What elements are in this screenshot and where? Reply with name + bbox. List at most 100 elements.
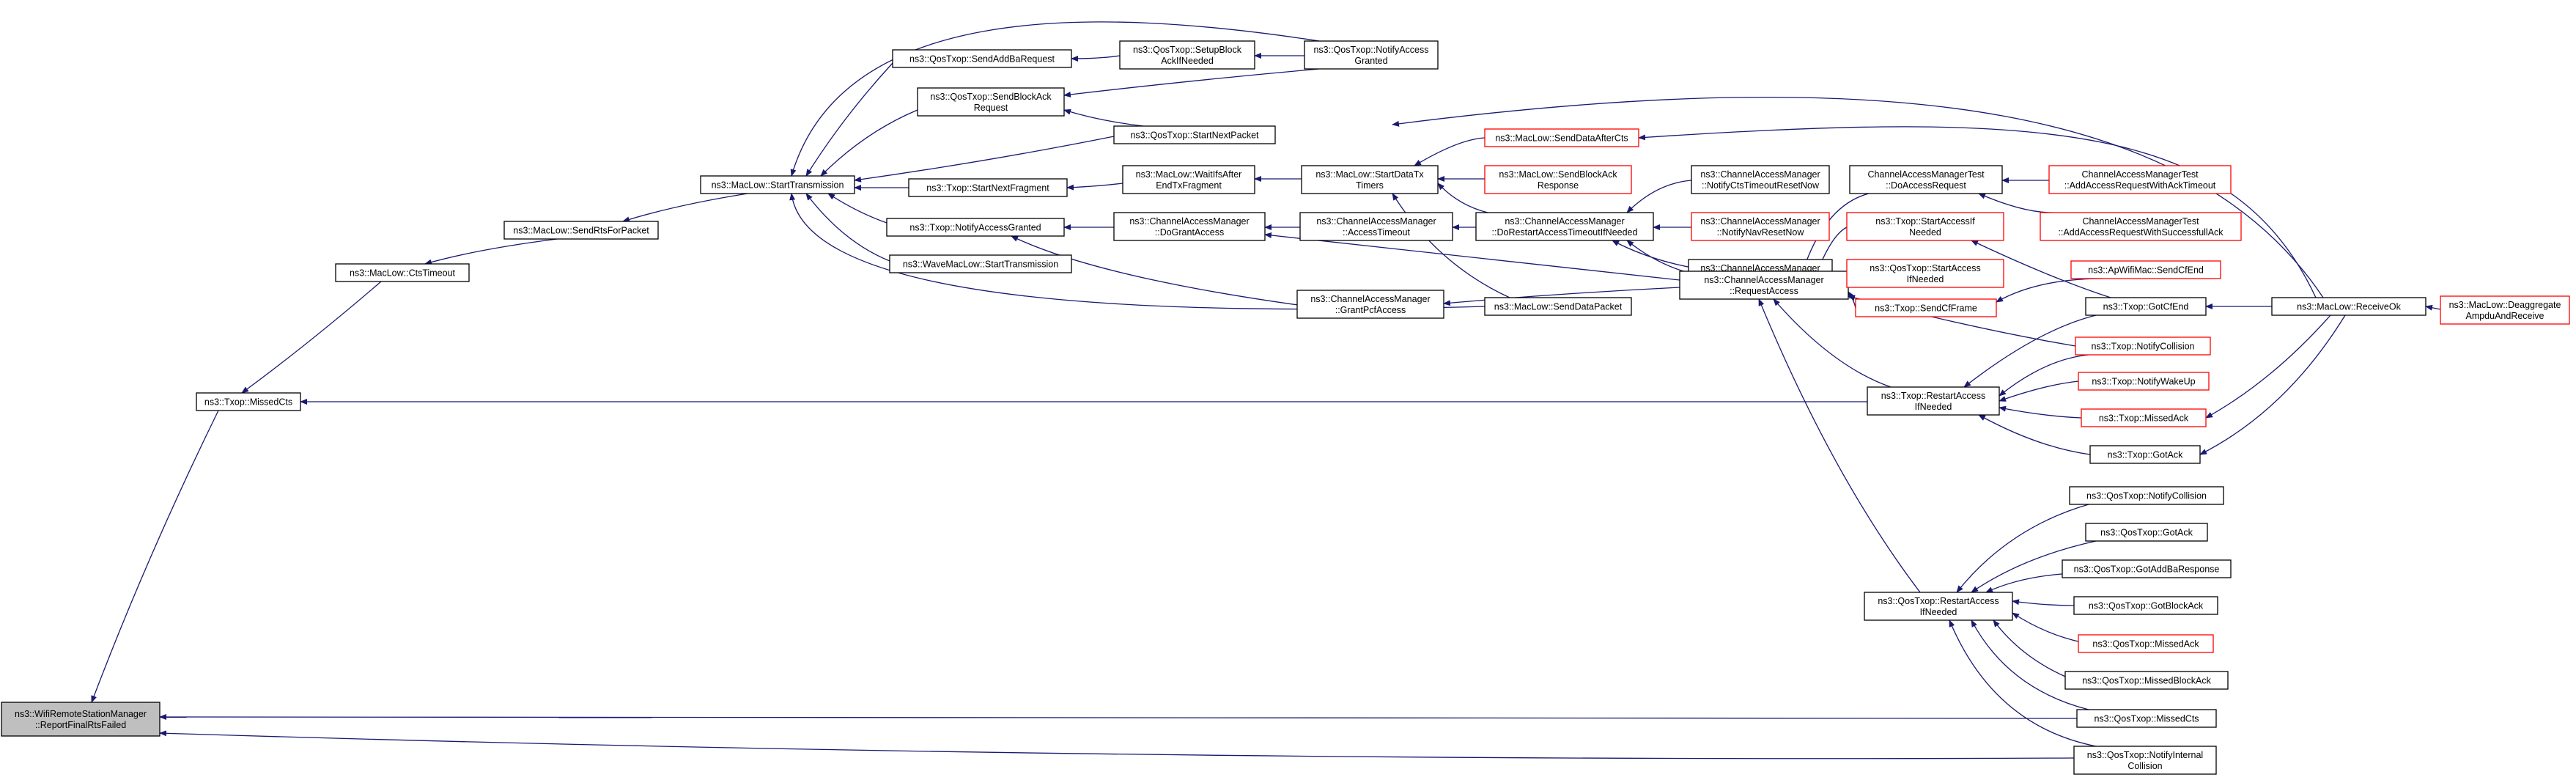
node-cts-timeout[interactable]: ns3::MacLow::CtsTimeout (335, 263, 470, 282)
edge-start-transmission-to-send-rts-for-packet (622, 193, 748, 223)
node-qos-got-block-ack[interactable]: ns3::QosTxop::GotBlockAck (2073, 596, 2218, 615)
edge-cam-grant-pcf-access-to-txop-notify-access-granted (1011, 235, 1320, 309)
node-txop-notify-wake-up[interactable]: ns3::Txop::NotifyWakeUp (2078, 372, 2210, 391)
node-box (2271, 297, 2426, 316)
node-wave-start-transmission[interactable]: ns3::WaveMacLow::StartTransmission (889, 254, 1072, 273)
node-qos-got-ack[interactable]: ns3::QosTxop::GotAck (2085, 523, 2208, 542)
node-cam-notify-cts-timeout[interactable]: ns3::ChannelAccessManager::NotifyCtsTime… (1691, 165, 1830, 194)
node-label: Collision (2127, 761, 2162, 771)
node-cam-test-add-with-successfull-ack[interactable]: ChannelAccessManagerTest::AddAccessReque… (2040, 212, 2242, 241)
node-receive-ok[interactable]: ns3::MacLow::ReceiveOk (2271, 297, 2426, 316)
edge-cam-notify-ack-timeout-to-cam-do-restart (1626, 240, 1689, 273)
node-box (2078, 372, 2210, 391)
node-box (2070, 260, 2221, 279)
node-txop-send-cf-frame[interactable]: ns3::Txop::SendCfFrame (1855, 298, 1997, 317)
node-label: ns3::ChannelAccessManager (1316, 216, 1436, 227)
node-label: ns3::QosTxop::StartNextPacket (1130, 130, 1259, 141)
node-cam-test-add-with-ack-timeout[interactable]: ChannelAccessManagerTest::AddAccessReque… (2048, 165, 2232, 194)
node-label: ns3::QosTxop::StartAccess (1870, 263, 1980, 273)
node-box (700, 175, 855, 194)
edge-receive-ok-to-wait-ifs-after (1392, 97, 2324, 298)
edge-qos-got-ack-to-qos-restart-access (1971, 540, 2097, 593)
node-send-data-after-cts[interactable]: ns3::MacLow::SendDataAfterCts (1484, 128, 1639, 147)
node-cam-do-restart[interactable]: ns3::ChannelAccessManager::DoRestartAcce… (1475, 212, 1654, 241)
edge-qos-send-add-ba-to-start-transmission (805, 62, 893, 177)
node-label: ns3::QosTxop::NotifyInternal (2087, 750, 2203, 760)
node-txop-notify-access-granted[interactable]: ns3::Txop::NotifyAccessGranted (886, 218, 1065, 237)
node-missed-cts[interactable]: ns3::Txop::MissedCts (196, 392, 301, 411)
node-qos-send-add-ba[interactable]: ns3::QosTxop::SendAddBaRequest (892, 49, 1072, 68)
edge-wait-ifs-after-to-txop-start-next-fragment (1066, 183, 1123, 191)
node-label: ::ReportFinalRtsFailed (35, 720, 126, 730)
node-label: ns3::Txop::MissedAck (2099, 413, 2189, 424)
node-box (1484, 297, 1632, 316)
node-box (2085, 297, 2207, 316)
node-box (2440, 295, 2570, 325)
node-label: ns3::QosTxop::MissedCts (2094, 714, 2199, 724)
node-box (2040, 212, 2242, 241)
node-label: ns3::MacLow::SendDataPacket (1494, 302, 1623, 312)
edge-qos-got-add-ba-response-to-qos-restart-access (1985, 573, 2075, 593)
node-box (2085, 523, 2208, 542)
node-cam-request-access[interactable]: ns3::ChannelAccessManager::RequestAccess (1679, 271, 1849, 300)
edge-qos-notify-internal-collision-to-focus (159, 730, 2075, 759)
node-qos-missed-cts[interactable]: ns3::QosTxop::MissedCts (2076, 709, 2217, 728)
node-box (1867, 386, 2000, 416)
node-cam-test-do-access-request[interactable]: ChannelAccessManagerTest::DoAccessReques… (1849, 165, 2003, 194)
node-txop-got-ack[interactable]: ns3::Txop::GotAck (2089, 445, 2201, 464)
node-label: ns3::ChannelAccessManager (1505, 216, 1624, 227)
node-box (1679, 271, 1849, 300)
node-txop-got-cf-end[interactable]: ns3::Txop::GotCfEnd (2085, 297, 2207, 316)
node-box (2078, 634, 2214, 653)
node-send-rts-for-packet[interactable]: ns3::MacLow::SendRtsForPacket (503, 221, 659, 240)
node-box (1484, 165, 1632, 194)
node-box (1475, 212, 1654, 241)
node-label: ns3::MacLow::ReceiveOk (2297, 302, 2401, 312)
edge-qos-notify-access-granted-to-start-transmission (790, 21, 1320, 177)
node-box (1299, 212, 1453, 241)
node-label: ::AddAccessRequestWithAckTimeout (2064, 180, 2216, 191)
node-label: ns3::ChannelAccessManager (1310, 294, 1430, 304)
node-qos-notify-access-granted[interactable]: ns3::QosTxop::NotifyAccessGranted (1304, 40, 1439, 70)
node-qos-start-next-packet[interactable]: ns3::QosTxop::StartNextPacket (1113, 125, 1276, 144)
node-cam-grant-pcf-access[interactable]: ns3::ChannelAccessManager::GrantPcfAcces… (1296, 290, 1444, 319)
node-ap-send-cf-end[interactable]: ns3::ApWifiMac::SendCfEnd (2070, 260, 2221, 279)
node-send-data-packet[interactable]: ns3::MacLow::SendDataPacket (1484, 297, 1632, 316)
edge-txop-missed-ack-to-txop-restart-access (1999, 405, 2082, 419)
edge-txop-notify-wake-up-to-txop-restart-access (1999, 380, 2079, 402)
node-qos-got-add-ba-response[interactable]: ns3::QosTxop::GotAddBaResponse (2062, 559, 2232, 578)
edge-qos-missed-cts-to-qos-restart-access (1971, 619, 2089, 710)
node-label: AckIfNeeded (1161, 56, 1214, 66)
node-cam-do-grant-access[interactable]: ns3::ChannelAccessManager::DoGrantAccess (1113, 212, 1266, 241)
node-label: ns3::ChannelAccessManager (1700, 169, 1820, 180)
node-label: ns3::QosTxop::SendAddBaRequest (909, 54, 1055, 65)
edge-cam-request-access-to-cam-grant-pcf-access (1443, 287, 1680, 306)
node-label: IfNeeded (1907, 274, 1944, 284)
node-cam-access-timeout[interactable]: ns3::ChannelAccessManager::AccessTimeout (1299, 212, 1453, 241)
node-txop-missed-ack[interactable]: ns3::Txop::MissedAck (2081, 408, 2207, 427)
edge-qos-send-block-ack-to-start-transmission (820, 109, 918, 177)
node-label: ChannelAccessManagerTest (1867, 169, 1985, 180)
node-txop-start-next-fragment[interactable]: ns3::Txop::StartNextFragment (908, 178, 1068, 197)
node-qos-missed-block-ack[interactable]: ns3::QosTxop::MissedBlockAck (2064, 671, 2229, 690)
node-txop-notify-collision[interactable]: ns3::Txop::NotifyCollision (2075, 336, 2211, 356)
node-qos-notify-collision[interactable]: ns3::QosTxop::NotifyCollision (2069, 486, 2224, 505)
node-box (1122, 165, 1255, 194)
node-cam-notify-nav-reset[interactable]: ns3::ChannelAccessManager::NotifyNavRese… (1691, 212, 1830, 241)
node-box (917, 87, 1065, 117)
node-qos-missed-ack[interactable]: ns3::QosTxop::MissedAck (2078, 634, 2214, 653)
edge-qos-got-block-ack-to-qos-restart-access (2012, 599, 2075, 606)
node-start-transmission[interactable]: ns3::MacLow::StartTransmission (700, 175, 855, 194)
node-box (2069, 486, 2224, 505)
